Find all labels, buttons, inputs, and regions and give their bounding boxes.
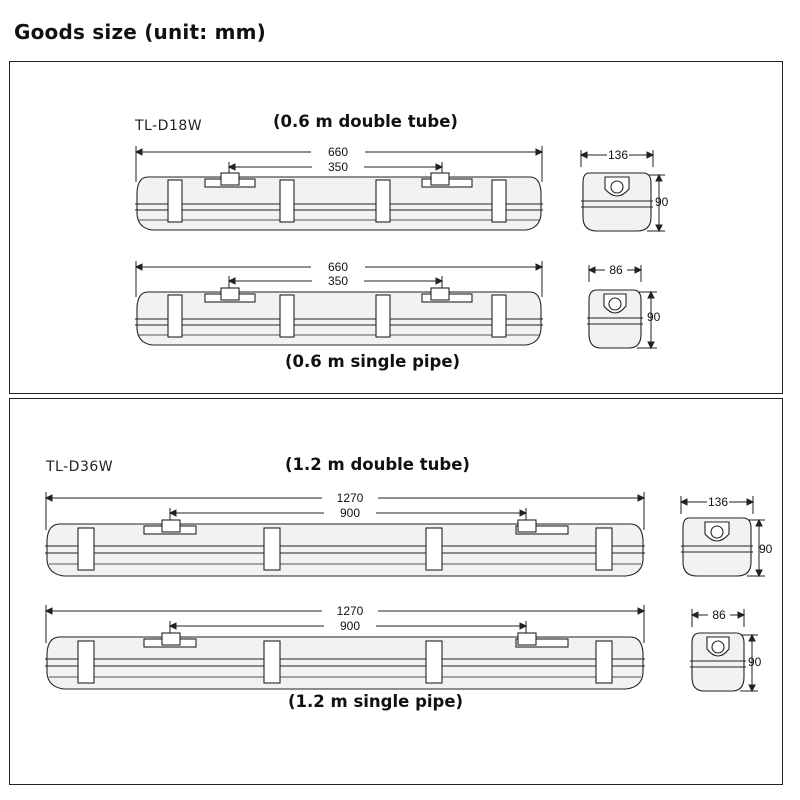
dim-height-0-6m-single: 90: [647, 310, 661, 324]
fixture-side-view-0-6m-single: 660 350: [134, 260, 544, 346]
panel-0-6m: [9, 61, 783, 394]
dim-length-1-2m-single: 1270: [337, 604, 364, 618]
model-label-d18w: TL-D18W: [135, 118, 203, 134]
dim-inner-0-6m-single: 350: [328, 274, 348, 288]
dim-width-1-2m-double: 136: [708, 495, 728, 509]
dim-inner-1-2m-double: 900: [340, 506, 360, 520]
caption-0-6m-single: (0.6 m single pipe): [285, 352, 461, 371]
dim-inner-0-6m-double: 350: [328, 160, 348, 174]
dim-height-0-6m-double: 90: [655, 195, 669, 209]
dim-length-0-6m-double: 660: [328, 145, 348, 159]
caption-1-2m-single: (1.2 m single pipe): [288, 692, 464, 711]
fixture-end-view-0-6m-single: 86 90: [587, 263, 661, 350]
dim-width-0-6m-single: 86: [609, 263, 623, 277]
dim-length-1-2m-double: 1270: [337, 491, 364, 505]
dim-width-1-2m-single: 86: [712, 608, 726, 622]
dim-height-1-2m-single: 90: [748, 655, 762, 669]
caption-0-6m-double: (0.6 m double tube): [273, 112, 458, 131]
fixture-side-view-1-2m-double: 1270 900: [44, 491, 646, 577]
fixture-end-view-0-6m-double: 136 90: [579, 148, 669, 233]
dim-length-0-6m-single: 660: [328, 260, 348, 274]
dim-width-0-6m-double: 136: [608, 148, 628, 162]
fixture-end-view-1-2m-double: 136 90: [679, 495, 773, 578]
fixture-end-view-1-2m-single: 86 90: [690, 608, 762, 693]
page-title: Goods size (unit: mm): [14, 20, 267, 44]
model-label-d36w: TL-D36W: [46, 459, 114, 475]
fixture-side-view-1-2m-single: 1270 900: [44, 604, 646, 690]
dim-height-1-2m-double: 90: [759, 542, 773, 556]
dim-inner-1-2m-single: 900: [340, 619, 360, 633]
fixture-side-view-0-6m-double: 660 350: [134, 145, 544, 231]
caption-1-2m-double: (1.2 m double tube): [285, 455, 470, 474]
panel-1-2m: [9, 398, 783, 785]
